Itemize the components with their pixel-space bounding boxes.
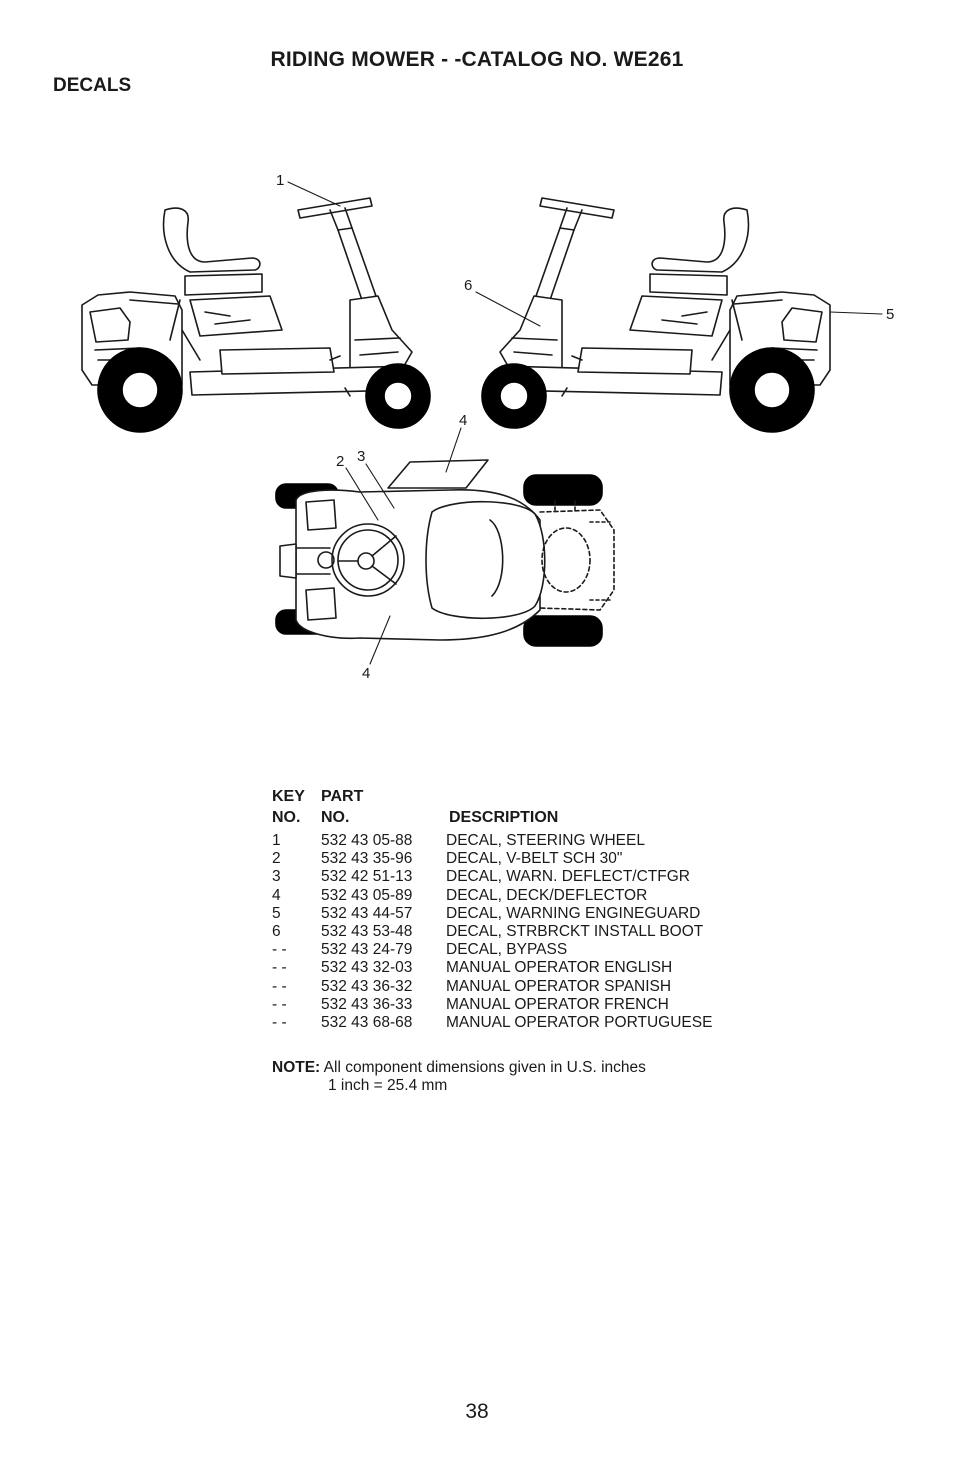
- key-no-cell: 4: [272, 886, 281, 904]
- col-key-header-line1: KEY: [272, 788, 305, 805]
- description-cell: DECAL, STEERING WHEEL: [446, 832, 645, 849]
- mower-top-view: [275, 459, 615, 647]
- part-no-cell: 532 43 35-96: [321, 850, 413, 868]
- callout-2: 2: [336, 453, 344, 470]
- part-no-cell: 532 43 53-48: [321, 922, 413, 940]
- note-conversion: 1 inch = 25.4 mm: [328, 1077, 448, 1094]
- page-number: 38: [465, 1400, 489, 1423]
- page-title: RIDING MOWER - -CATALOG NO. WE261: [270, 48, 684, 71]
- callout-6: 6: [464, 277, 472, 294]
- description-cell: DECAL, WARN. DEFLECT/CTFGR: [446, 868, 690, 886]
- dimension-note: NOTE: All component dimensions given in …: [272, 1059, 646, 1095]
- col-description-header: DESCRIPTION: [449, 809, 559, 826]
- key-no-cell: - -: [272, 977, 287, 995]
- key-no-cell: 6: [272, 922, 281, 940]
- callout-3: 3: [357, 448, 365, 465]
- mower-side-view-right: [481, 197, 831, 433]
- description-cell: MANUAL OPERATOR ENGLISH: [446, 959, 673, 977]
- mower-side-view-left: [81, 197, 431, 433]
- part-no-cell: 532 43 05-88: [321, 832, 413, 849]
- key-no-cell: 2: [272, 850, 281, 868]
- part-no-cell: 532 42 51-13: [321, 868, 413, 886]
- key-no-cell: 3: [272, 868, 281, 886]
- note-text: All component dimensions given in U.S. i…: [320, 1059, 646, 1076]
- description-cell: DECAL, STRBRCKT INSTALL BOOT: [446, 922, 704, 940]
- part-no-cell: 532 43 05-89: [321, 886, 413, 904]
- description-cell: DECAL, DECK/DEFLECTOR: [446, 886, 648, 904]
- callout-5: 5: [886, 306, 894, 323]
- key-no-cell: - -: [272, 1013, 287, 1031]
- key-no-cell: 1: [272, 832, 281, 849]
- part-no-cell: 532 43 24-79: [321, 941, 413, 959]
- part-no-cell: 532 43 32-03: [321, 959, 413, 977]
- part-no-cell: 532 43 68-68: [321, 1013, 413, 1031]
- description-cell: MANUAL OPERATOR SPANISH: [446, 977, 672, 995]
- description-cell: DECAL, BYPASS: [446, 941, 568, 959]
- description-cell: DECAL, WARNING ENGINEGUARD: [446, 904, 701, 922]
- part-no-cell: 532 43 36-33: [321, 995, 413, 1013]
- description-cell: MANUAL OPERATOR FRENCH: [446, 995, 669, 1013]
- description-cell: MANUAL OPERATOR PORTUGUESE: [446, 1013, 713, 1031]
- key-no-cell: - -: [272, 995, 287, 1013]
- key-no-cell: - -: [272, 941, 287, 959]
- callout-4-top: 4: [459, 412, 467, 429]
- description-cell: DECAL, V-BELT SCH 30": [446, 850, 623, 868]
- col-part-header-line1: PART: [321, 788, 364, 805]
- col-part-header-line2: NO.: [321, 809, 350, 826]
- col-key-header-line2: NO.: [272, 809, 301, 826]
- part-no-cell: 532 43 44-57: [321, 904, 413, 922]
- note-label: NOTE:: [272, 1059, 321, 1076]
- callout-4-bottom: 4: [362, 665, 370, 682]
- key-no-cell: - -: [272, 959, 287, 977]
- part-no-cell: 532 43 36-32: [321, 977, 413, 995]
- key-no-cell: 5: [272, 904, 281, 922]
- callout-1: 1: [276, 172, 284, 189]
- mower-decal-diagram: 1 6 5 4 2 3 4: [81, 172, 894, 682]
- section-heading: DECALS: [53, 75, 132, 96]
